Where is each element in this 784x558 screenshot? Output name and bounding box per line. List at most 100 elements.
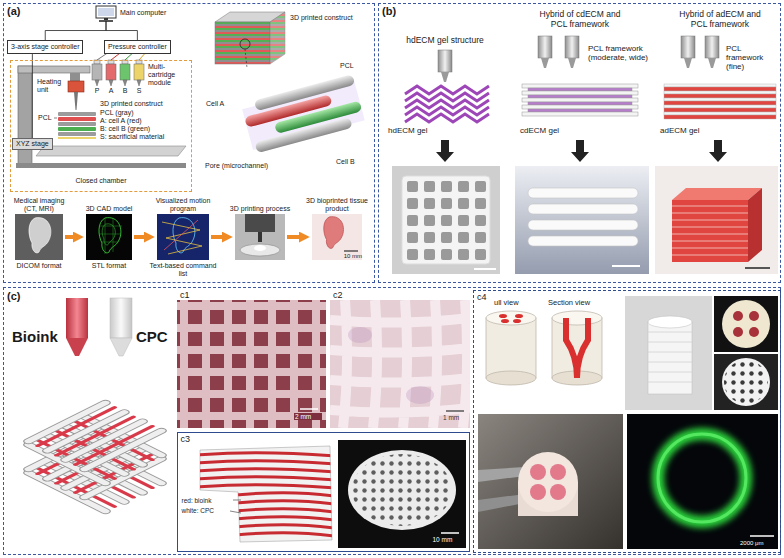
- flow-arrow: [211, 235, 224, 239]
- hdecm-photo: [424, 215, 435, 226]
- motion-program-image: [164, 220, 198, 250]
- c4-tweezers-photo: [550, 464, 566, 480]
- hdecm-photo: [475, 181, 486, 192]
- workflow-step: Visualized motion programText-based comm…: [148, 196, 218, 280]
- cartridge-letter: P: [91, 87, 103, 95]
- image-area: [86, 214, 132, 260]
- node-note: adECM gel: [660, 126, 720, 135]
- computer-icon: [98, 8, 114, 16]
- adecm-photo: [748, 188, 762, 262]
- hdecm-photo: [392, 166, 500, 274]
- adecm-print-scheme: [664, 108, 776, 112]
- adecm-print-scheme: [664, 94, 776, 98]
- c1-photo: [177, 300, 326, 428]
- cartridge-letter: S: [133, 87, 145, 95]
- cdecm-print-scheme: [571, 140, 589, 162]
- c4-printed-photo: [648, 316, 692, 328]
- part-label: PCL: [340, 62, 360, 70]
- computer-icon: [104, 18, 108, 20]
- panel-frame: (b)hdECM gel structurehdECM gelHybrid of…: [378, 3, 781, 283]
- c4-cross-sections: [722, 358, 770, 406]
- heating-unit: [68, 81, 84, 92]
- hdecm-photo: [424, 198, 435, 209]
- hdecm-photo: [441, 232, 452, 243]
- adecm-print-scheme: [709, 140, 727, 162]
- c4-full-view: [499, 314, 523, 323]
- cdecm-photo: [612, 265, 640, 267]
- syringe-cartridges: [134, 64, 144, 80]
- flow-arrow: [134, 235, 146, 239]
- wire: [106, 21, 137, 40]
- node-title: c2: [333, 290, 353, 300]
- hdecm-print-scheme: [405, 114, 489, 122]
- hdecm-photo: [441, 181, 452, 192]
- adecm-print-scheme: [664, 84, 776, 87]
- hdecm-photo: [424, 181, 435, 192]
- syringe-cartridges: [109, 80, 113, 86]
- c4-full-view: [515, 314, 523, 318]
- image-area: [15, 214, 63, 260]
- node-title: 3D CAD model: [80, 205, 138, 213]
- node-note: ull view: [494, 299, 544, 308]
- cdecm-print-scheme: [522, 84, 638, 116]
- c4-cross-sections: [733, 327, 743, 337]
- c4-tweezers-photo: [530, 464, 546, 480]
- dual-nozzles: [66, 298, 132, 356]
- node-title: Pressure controller: [108, 43, 167, 51]
- hdecm-photo: [475, 249, 486, 260]
- adecm-print-scheme: [681, 36, 695, 68]
- c4-cross-sections: [749, 327, 759, 337]
- syringe-cartridges: [92, 64, 102, 80]
- c1-photo: [177, 300, 326, 428]
- printing-process-image: [254, 245, 266, 251]
- node-title: 3D printing process: [228, 205, 292, 213]
- tissue-product-image: [324, 217, 344, 249]
- c2-photo: [330, 300, 470, 428]
- c4-full-view: [486, 318, 536, 378]
- printing-process-image: [258, 232, 262, 242]
- c4-tweezers-photo: [530, 464, 566, 500]
- adecm-print-scheme: [664, 112, 776, 115]
- node-note: Section view: [548, 299, 608, 308]
- hdecm-photo: [458, 181, 469, 192]
- dual-nozzles: [66, 338, 88, 356]
- cdecm-photo: [515, 166, 649, 274]
- medical-image: [15, 214, 63, 260]
- subpanel: c21 mm: [330, 290, 470, 428]
- stage-box: XYZ stage: [12, 138, 53, 150]
- c4-tweezers-photo: [478, 414, 623, 549]
- image-area: [235, 214, 285, 260]
- c4-tweezers-photo: [478, 414, 623, 549]
- adecm-print-scheme: [664, 105, 776, 108]
- adecm-photo: [655, 166, 778, 274]
- cdecm-print-scheme: [528, 109, 632, 112]
- c3-model: [196, 453, 334, 536]
- c4-tweezers-photo: [518, 452, 578, 512]
- scaffold-lattice: [29, 403, 162, 470]
- hdecm-photo: [407, 181, 486, 260]
- legend-line: B: cell B (green): [100, 125, 190, 133]
- node-note: Text-based command list: [148, 262, 218, 278]
- motion-program-image: [157, 214, 209, 260]
- flow-arrow: [65, 235, 75, 239]
- xyz-stage-frame: [70, 73, 80, 81]
- node-title: hdECM gel structure: [390, 36, 500, 46]
- node-title: Hybrid of adECM and PCL framework: [675, 10, 765, 30]
- hdecm-photo: [441, 249, 452, 260]
- adecm-print-scheme: [664, 91, 776, 94]
- heating-unit: [74, 92, 78, 110]
- cdecm-print-scheme: [522, 84, 638, 88]
- c2-photo: [330, 300, 470, 428]
- c4-printed-photo: [625, 296, 712, 410]
- part-label: PCL: [38, 114, 54, 122]
- node-title: (a): [7, 5, 33, 18]
- scaffold-lattice: [29, 403, 162, 470]
- wire: [45, 21, 106, 40]
- workflow-step: 3D CAD modelSTL format: [80, 196, 138, 280]
- printed-construct-small: [58, 122, 96, 126]
- c3-model: [196, 446, 334, 542]
- c4-full-view: [513, 319, 521, 323]
- node-title: (c): [7, 290, 33, 303]
